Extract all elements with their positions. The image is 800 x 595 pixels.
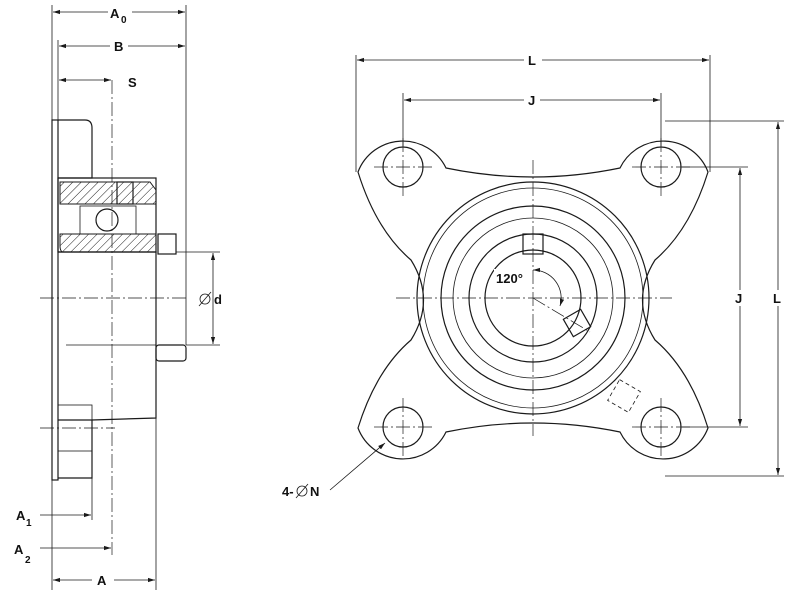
label-j-top: J [528,93,535,108]
front-view: 120° L J J L 4- N [282,52,788,499]
diameter-symbol-icon [198,291,212,307]
diameter-symbol-icon [295,483,309,499]
set-screw-angled [562,308,592,338]
label-bg-a [92,572,114,588]
label-angle: 120° [496,271,523,286]
angle-arc [532,267,565,307]
hatched-housing-bottom [59,233,157,253]
label-a1-sub: 1 [26,518,32,529]
angle-label-bg [494,269,528,287]
label-bg-l-top [524,52,542,68]
holes-leader [329,442,386,491]
label-a2: A [14,542,24,557]
label-bg-b [110,38,128,54]
flange-bottom-lug [58,419,93,479]
label-a0: A [110,6,120,21]
label-l-right: L [773,291,781,306]
label-holes: 4- [282,484,294,499]
flange-plate [51,119,59,481]
label-a2-sub: 2 [25,555,31,566]
label-b: B [114,39,123,54]
label-l-top: L [528,53,536,68]
angle-centerline [532,297,591,333]
label-holes-n: N [310,484,319,499]
label-bg-a0 [108,4,132,22]
side-view: A 0 B S d A 1 A 2 A [14,4,222,590]
bearing-race [79,205,137,235]
hatched-housing-top [59,181,157,205]
label-a1: A [16,508,26,523]
hidden-grease-fitting [607,379,641,413]
label-a: A [97,573,107,588]
hole-centerlines [374,138,690,456]
label-j-right: J [735,291,742,306]
grease-fitting [116,181,134,205]
label-bg-j-right [732,290,748,306]
label-bg-l-right [770,290,788,306]
label-a0-sub: 0 [121,15,127,26]
label-d: d [214,292,222,307]
label-bg-j-top [524,92,540,108]
label-s: S [128,75,137,90]
flange-top-lug [58,119,93,179]
set-screw [157,233,177,255]
bearing-ball [95,208,119,232]
housing-lower [58,251,157,421]
flange-outline [357,140,709,460]
inner-ring-extension [155,344,187,362]
